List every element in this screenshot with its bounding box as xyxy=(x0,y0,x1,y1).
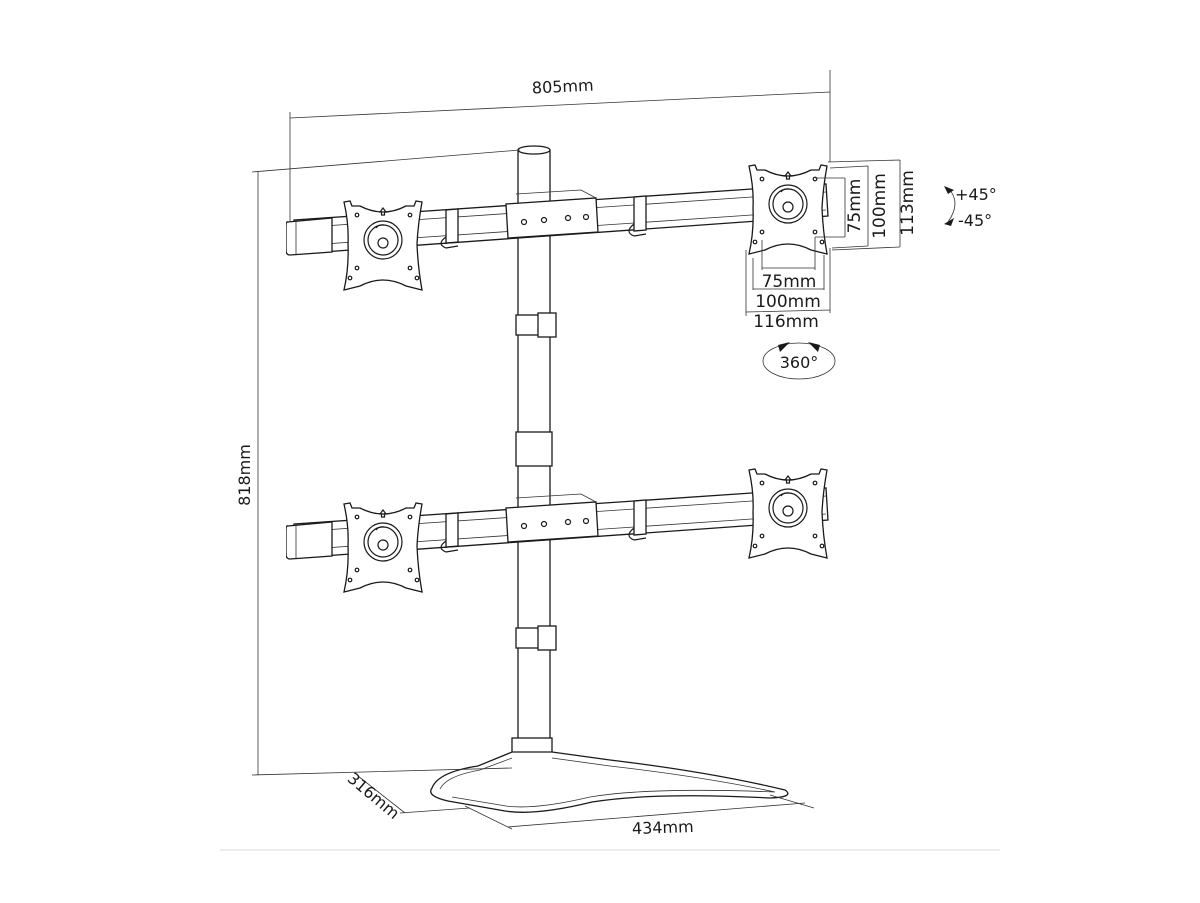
vesa-horizontal-dimensions: 75mm 100mm 116mm xyxy=(745,237,831,332)
tilt-arrow-down-icon xyxy=(944,218,954,226)
height-label: 818mm xyxy=(235,444,254,506)
vesa-h-100-label: 100mm xyxy=(755,292,821,312)
vesa-h-75-label: 75mm xyxy=(762,272,817,292)
height-dimension: 818mm xyxy=(235,149,521,776)
vesa-plate-upper-left xyxy=(344,201,422,290)
base-width-label: 434mm xyxy=(632,817,694,838)
swivel-indicator: 360° xyxy=(762,342,836,380)
vesa-plate-lower-left xyxy=(344,503,422,592)
vesa-plate-lower-right xyxy=(749,469,827,558)
tilt-arrow-up-icon xyxy=(944,186,954,194)
tilt-down-label: -45° xyxy=(958,211,992,230)
cable-clip-lower xyxy=(537,625,557,651)
base-depth-label: 316mm xyxy=(344,769,403,823)
base xyxy=(430,751,789,813)
vesa-h-116-label: 116mm xyxy=(753,312,819,332)
width-dimension: 805mm xyxy=(289,70,831,222)
width-label: 805mm xyxy=(531,76,594,98)
swivel-arrow-right-icon xyxy=(808,342,820,352)
pole-joint xyxy=(515,431,553,467)
swivel-arrow-left-icon xyxy=(778,342,790,352)
cable-clip-upper xyxy=(537,312,557,338)
vesa-v-113-label: 113mm xyxy=(898,170,918,236)
vesa-vertical-dimensions: 75mm 100mm 113mm xyxy=(815,159,918,251)
tilt-up-label: +45° xyxy=(955,185,997,204)
tilt-indicator: +45° -45° xyxy=(944,185,997,230)
pole xyxy=(511,145,557,755)
vesa-v-75-label: 75mm xyxy=(845,179,865,234)
vesa-v-100-label: 100mm xyxy=(870,173,890,239)
swivel-label: 360° xyxy=(780,353,819,372)
